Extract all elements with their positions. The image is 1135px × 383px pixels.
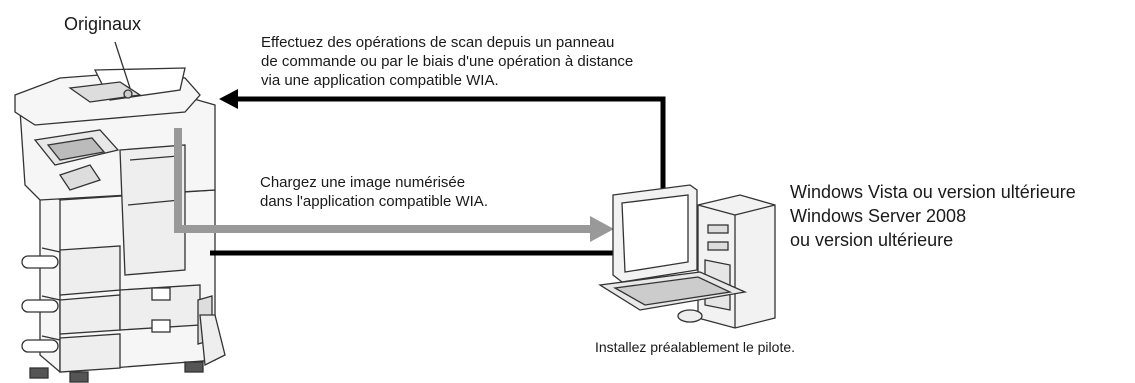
load-note-line: Chargez une image numérisée [260, 174, 466, 191]
multifunction-printer-icon [14, 67, 226, 383]
scan-operation-note: Effectuez des opérations de scan depuis … [261, 33, 633, 90]
os-note-line: Windows Vista ou version ultérieure [790, 182, 1076, 202]
os-note-line: Windows Server 2008 [790, 206, 967, 226]
originals-label: Originaux [64, 14, 142, 34]
install-driver-note: Installez préalablement le pilote. [595, 339, 796, 355]
data-arrow [174, 128, 614, 242]
load-image-note: Chargez une image numérisée dans l'appli… [260, 173, 488, 211]
desktop-computer-icon [598, 184, 776, 329]
scan-note-line: de commande ou par le biais d'une opérat… [261, 53, 634, 70]
control-arrow [219, 89, 666, 195]
os-note-line: ou version ultérieure [790, 230, 954, 250]
originals-pointer [114, 41, 131, 89]
scan-note-line: Effectuez des opérations de scan depuis … [261, 34, 615, 51]
scan-note-line: via une application compatible WIA. [261, 72, 499, 89]
load-note-line: dans l'application compatible WIA. [260, 193, 488, 210]
os-requirement-note: Windows Vista ou version ultérieure Wind… [790, 180, 1076, 252]
